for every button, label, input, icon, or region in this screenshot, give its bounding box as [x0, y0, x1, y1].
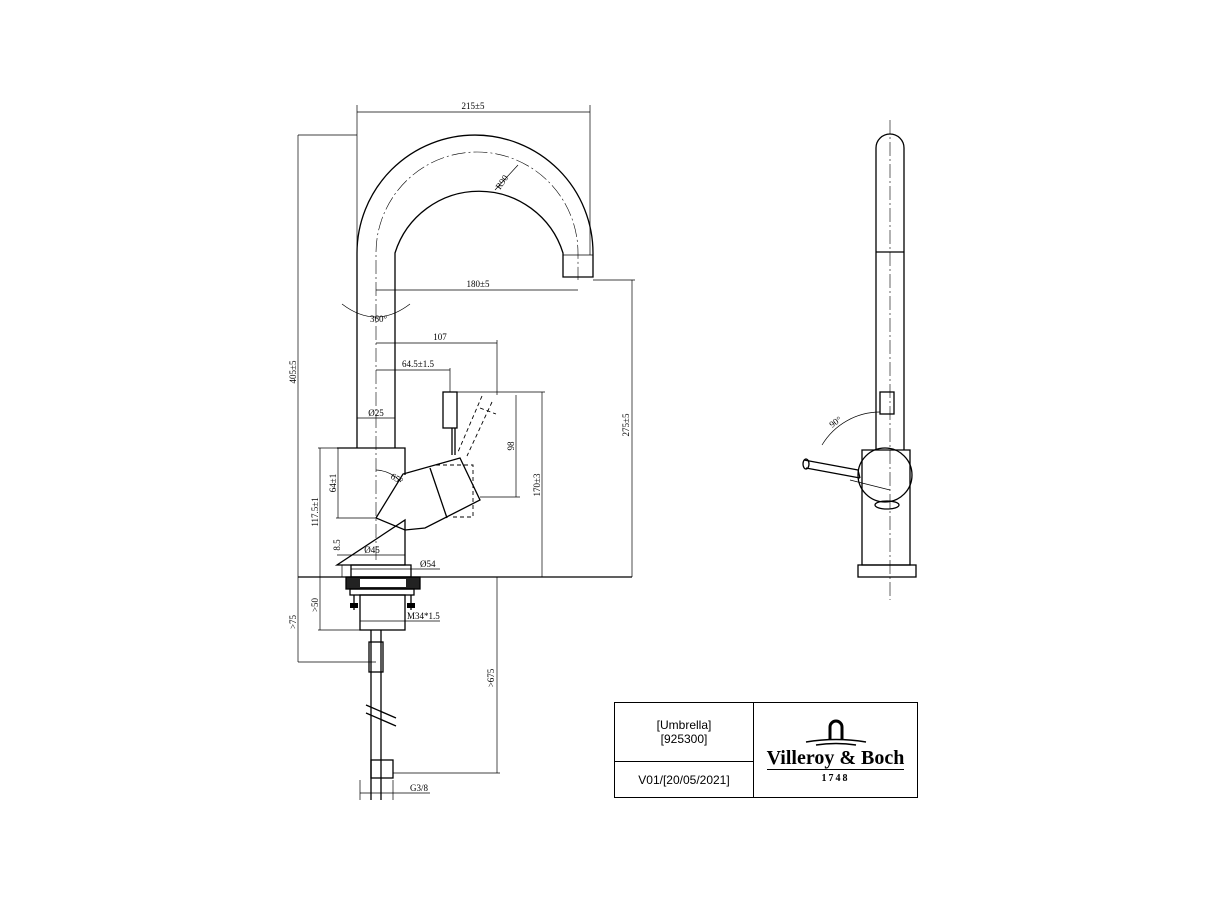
- brand-year: 1748: [821, 772, 850, 784]
- dim-spout-height: 275±5: [621, 413, 631, 436]
- side-view: 90°: [802, 120, 917, 600]
- dim-hose-min: >675: [486, 668, 496, 687]
- dim-lever-angle: 65°: [389, 471, 405, 486]
- lever: [375, 457, 481, 531]
- dim-shank-total: >75: [288, 614, 298, 629]
- dim-swivel: 360°: [370, 314, 388, 324]
- dim-thread: M34*1.5: [407, 611, 440, 621]
- dim-lever-travel: 98: [506, 441, 516, 451]
- dim-body-total: 117.5±1: [310, 497, 320, 526]
- version-cell: V01/[20/05/2021]: [615, 762, 754, 797]
- dim-lever-reach: 107: [433, 332, 447, 342]
- dim-shank-min: >50: [310, 597, 320, 612]
- dim-lever-height: 170±3: [532, 473, 542, 496]
- dim-base-height: 8.5: [332, 539, 342, 551]
- dim-hose-thread: G3/8: [410, 783, 429, 793]
- spout: [356, 134, 594, 448]
- version-date: V01/[20/05/2021]: [638, 772, 730, 787]
- product-cell: [Umbrella] [925300]: [615, 703, 754, 762]
- faucet-logo-icon: [805, 719, 866, 746]
- product-name: [Umbrella]: [656, 718, 712, 732]
- dimension-labels: 215±5 180±5 R90 360° 107 64.5±1.5 Ø25 40…: [288, 101, 631, 793]
- front-view: 215±5 180±5 R90 360° 107 64.5±1.5 Ø25 40…: [288, 101, 635, 800]
- brand-name: Villeroy & Boch: [766, 746, 905, 770]
- dim-height-total: 405±5: [288, 360, 298, 383]
- dim-side-lever-angle: 90°: [827, 414, 843, 430]
- article-number: [925300]: [660, 732, 708, 746]
- dim-body-dia: Ø45: [364, 545, 380, 555]
- dim-reach: 180±5: [467, 279, 490, 289]
- dim-lever-offset: 64.5±1.5: [402, 359, 434, 369]
- dim-base-dia: Ø54: [420, 559, 436, 569]
- brand-logo: Villeroy & Boch 1748: [754, 703, 917, 797]
- title-block: [Umbrella] [925300] V01/[20/05/2021] Vil…: [614, 702, 918, 798]
- dim-spout-dia: Ø25: [368, 408, 384, 418]
- dim-body-height: 64±1: [328, 474, 338, 492]
- dim-width-total: 215±5: [462, 101, 485, 111]
